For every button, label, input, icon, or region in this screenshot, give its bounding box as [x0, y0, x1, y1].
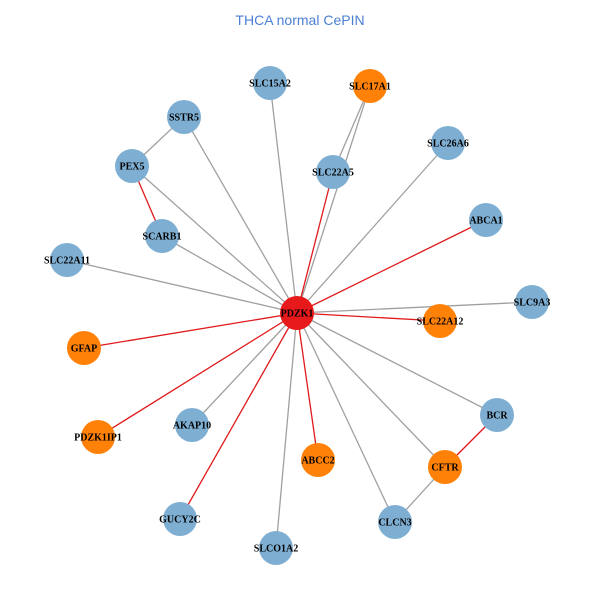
node-label: SSTR5 [169, 113, 199, 124]
node-slc22a5: SLC22A5 [312, 155, 354, 189]
node-circle [301, 443, 335, 477]
edge-pdzk1-bcr [296, 312, 498, 416]
edge-pdzk1-slc26a6 [296, 142, 449, 314]
edge-pdzk1-slco1a2 [275, 312, 298, 549]
node-circle [378, 505, 412, 539]
node-label: CFTR [431, 463, 459, 474]
node-circle [431, 126, 465, 160]
node-clcn3: CLCN3 [378, 505, 412, 539]
node-circle [163, 502, 197, 536]
edge-pdzk1-sstr5 [183, 116, 298, 314]
node-label: SLC22A11 [44, 256, 90, 267]
node-circle [50, 243, 84, 277]
node-label: SLC26A6 [427, 139, 469, 150]
node-circle [469, 203, 503, 237]
edge-pdzk1-abca1 [296, 219, 487, 314]
edge-pdzk1-slc22a5 [296, 171, 334, 314]
edge-pdzk1-slc22a12 [296, 312, 441, 322]
node-slc22a12: SLC22A12 [417, 304, 464, 338]
edge-pdzk1-slc22a11 [66, 259, 298, 314]
node-circle [67, 331, 101, 365]
node-label: CLCN3 [378, 518, 411, 529]
node-label: SLC15A2 [249, 79, 291, 90]
node-circle [428, 450, 462, 484]
edge-pdzk1-pex5 [131, 165, 298, 314]
node-circle [423, 304, 457, 338]
node-label: PEX5 [120, 162, 145, 173]
node-cftr: CFTR [428, 450, 462, 484]
node-abca1: ABCA1 [469, 203, 503, 237]
node-label: SLC22A5 [312, 168, 354, 179]
node-abcc2: ABCC2 [301, 443, 335, 477]
node-label: SLCO1A2 [254, 544, 298, 555]
node-slco1a2: SLCO1A2 [254, 531, 298, 565]
node-bcr: BCR [480, 398, 514, 432]
node-label: PDZK1IP1 [74, 433, 122, 444]
edge-pdzk1-slc9a3 [296, 301, 533, 314]
node-label: GFAP [71, 344, 97, 355]
node-label: GUCY2C [159, 515, 201, 526]
edge-pdzk1-gucy2c [179, 312, 298, 520]
edge-pdzk1-slc17a1 [296, 85, 371, 314]
node-gucy2c: GUCY2C [159, 502, 201, 536]
edge-pdzk1-slc15a2 [269, 82, 298, 314]
node-circle [316, 155, 350, 189]
edge-pdzk1-cftr [296, 312, 446, 468]
node-slc26a6: SLC26A6 [427, 126, 469, 160]
edge-pdzk1-scarb1 [161, 235, 298, 314]
node-label: ABCA1 [469, 216, 502, 227]
edge-pdzk1-clcn3 [296, 312, 396, 523]
node-slc15a2: SLC15A2 [249, 66, 291, 100]
node-circle [253, 66, 287, 100]
node-circle [115, 149, 149, 183]
node-label: ABCC2 [301, 456, 334, 467]
node-scarb1: SCARB1 [143, 219, 182, 253]
node-label: SLC17A1 [349, 82, 391, 93]
node-circle [81, 420, 115, 454]
node-slc22a11: SLC22A11 [44, 243, 90, 277]
node-label: SLC9A3 [514, 298, 551, 309]
node-circle [280, 296, 314, 330]
edge-pdzk1-akap10 [191, 312, 298, 426]
node-label: SLC22A12 [417, 317, 464, 328]
node-circle [515, 285, 549, 319]
node-gfap: GFAP [67, 331, 101, 365]
edge-pdzk1-gfap [83, 312, 298, 349]
node-circle [353, 69, 387, 103]
node-sstr5: SSTR5 [167, 100, 201, 134]
node-slc17a1: SLC17A1 [349, 69, 391, 103]
node-label: BCR [486, 411, 508, 422]
node-label: AKAP10 [173, 421, 211, 432]
node-circle [145, 219, 179, 253]
node-akap10: AKAP10 [173, 408, 211, 442]
edge-pdzk1-pdzk1ip1 [97, 312, 298, 438]
node-circle [259, 531, 293, 565]
node-slc9a3: SLC9A3 [514, 285, 551, 319]
node-label: SCARB1 [143, 232, 182, 243]
edge-pdzk1-abcc2 [296, 312, 319, 461]
graph-title: THCA normal CePIN [235, 12, 365, 28]
node-pdzk1: PDZK1 [280, 296, 314, 330]
node-circle [167, 100, 201, 134]
node-circle [480, 398, 514, 432]
node-pdzk1ip1: PDZK1IP1 [74, 420, 122, 454]
node-label: PDZK1 [281, 309, 314, 320]
node-pex5: PEX5 [115, 149, 149, 183]
node-circle [175, 408, 209, 442]
